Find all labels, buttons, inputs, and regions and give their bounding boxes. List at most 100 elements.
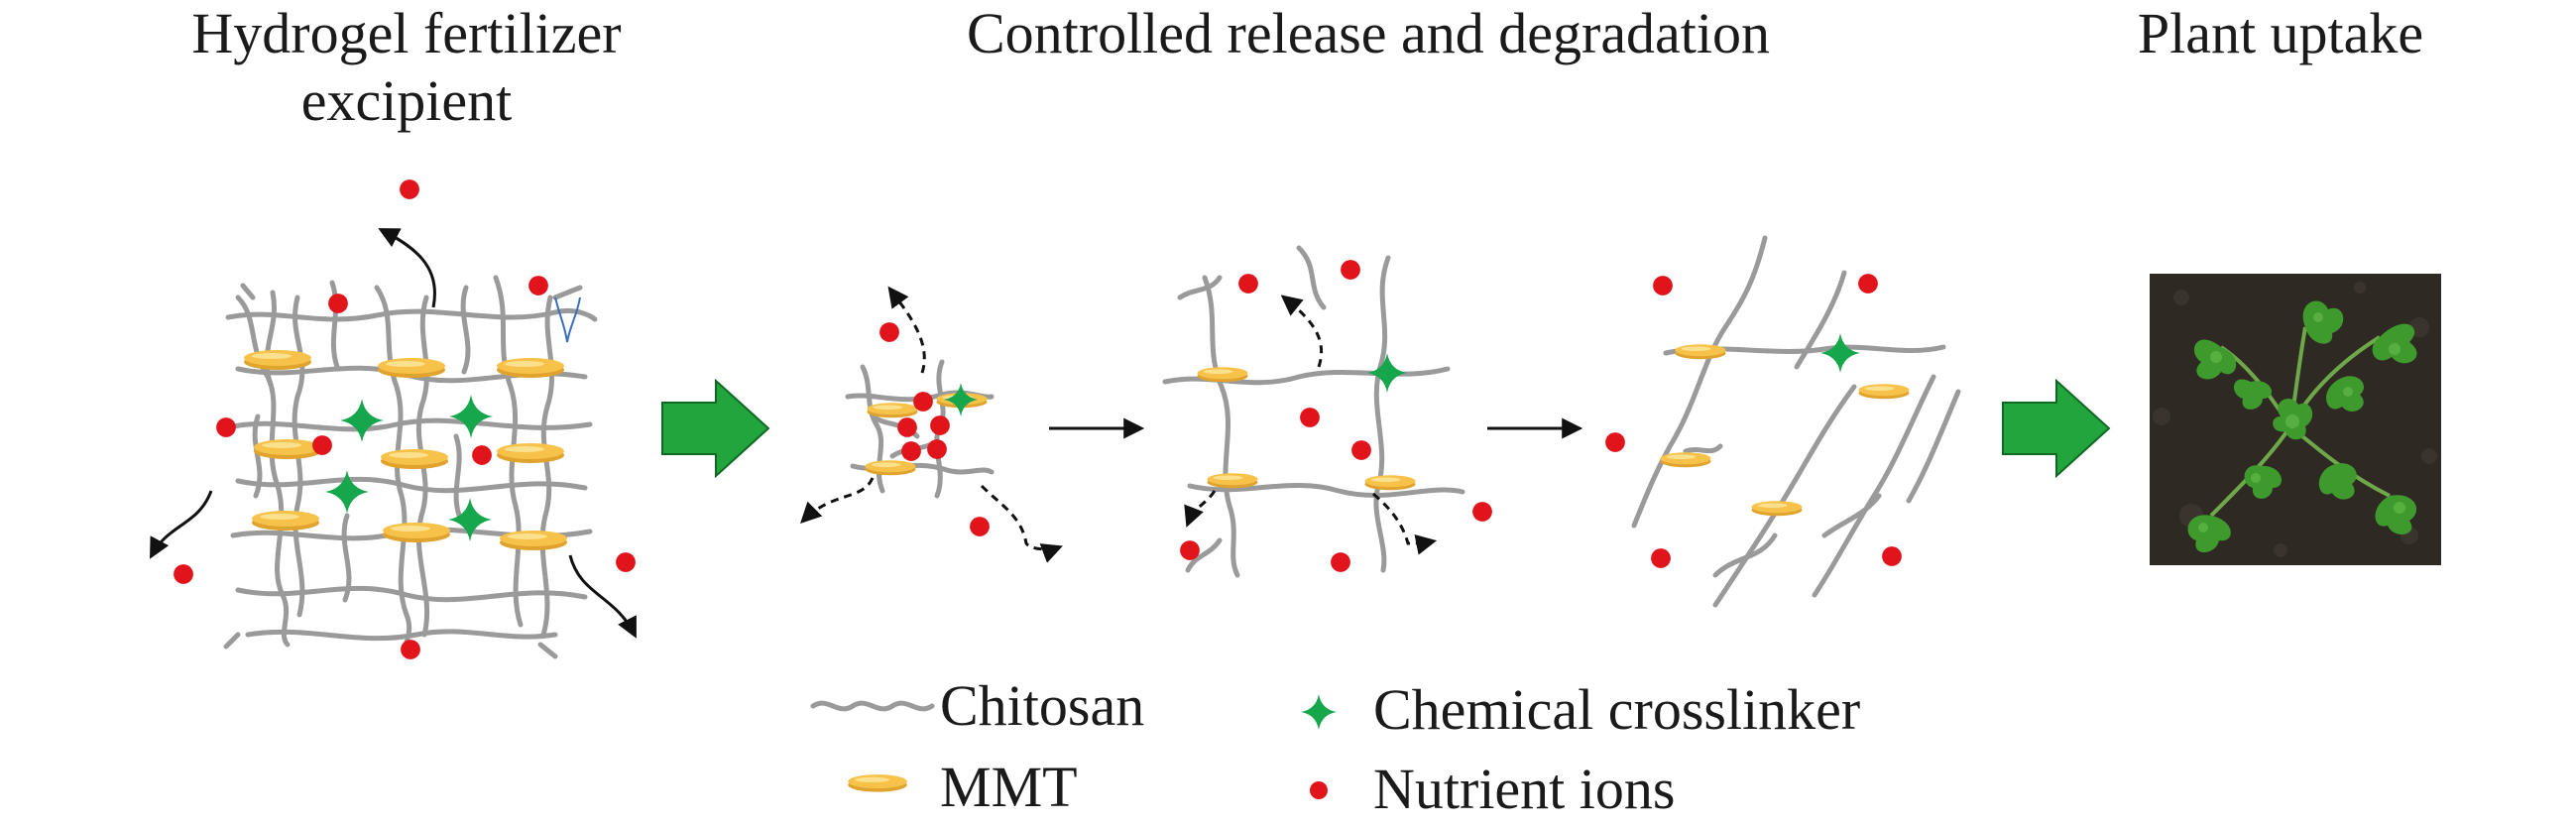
crosslinker-star [1820, 333, 1860, 373]
chitosan-chain [1631, 235, 1768, 529]
nutrient-ion [328, 294, 348, 313]
chitosan-chain [230, 417, 593, 432]
nutrient-ion [1351, 440, 1371, 460]
nutrient-ion [927, 439, 947, 459]
plant-photo [2150, 274, 2441, 565]
chitosan-chain [374, 285, 412, 657]
mmt-platelet [497, 443, 564, 463]
nutrient-ion [400, 179, 419, 199]
mmt-platelet [865, 460, 916, 476]
nutrient-ion [528, 276, 548, 295]
chitosan-chain [264, 280, 471, 385]
mmt-platelet [254, 439, 321, 459]
title-hydrogel-fertilizer: Hydrogel fertilizer excipient [129, 0, 684, 135]
chitosan-chain [1187, 483, 1465, 499]
nutrient-ion [1653, 276, 1673, 295]
nutrient-ion [930, 415, 950, 435]
chitosan-chain [252, 414, 464, 603]
chitosan-chain [1712, 384, 1857, 608]
release-arrows-stage2b [1184, 295, 1438, 555]
title-line-2: excipient [300, 68, 513, 133]
legend-chitosan-swatch [810, 700, 935, 712]
nutrient-ion [401, 640, 420, 659]
chitosan-chain [1812, 374, 1936, 598]
chitosan-chain [235, 585, 588, 603]
nutrient-ion [1180, 540, 1200, 560]
mmt-platelet [1197, 367, 1248, 383]
mmt-platelet [1660, 452, 1711, 468]
crosslinker-star [340, 399, 384, 442]
legend-symbols [810, 694, 1337, 799]
nutrient-ion [1605, 432, 1625, 452]
release-arrows-stage1 [150, 228, 637, 639]
mmt-platelet [383, 523, 450, 542]
nutrient-ion [1651, 548, 1671, 568]
mmt-platelet [1675, 344, 1726, 360]
title-line-1: Hydrogel fertilizer [191, 1, 622, 65]
network-stage2a [845, 359, 995, 499]
nutrient-ion [174, 564, 193, 584]
chitosan-chain [1373, 255, 1391, 573]
big-green-arrow-icon [661, 378, 770, 479]
mmt-platelet [1751, 501, 1803, 517]
mmt-platelet [378, 358, 445, 378]
mmt-platelet [500, 531, 567, 550]
curved-arrow [378, 228, 436, 308]
chitosan-chain [1202, 275, 1240, 578]
mmt-platelet [1858, 384, 1910, 400]
nutrient-ion [1472, 502, 1492, 522]
release-arrows-stage2a [800, 286, 1063, 563]
title-plant-uptake: Plant uptake [2137, 1, 2424, 65]
nutrient-ion [1331, 552, 1350, 572]
nutrient-ion [879, 322, 899, 342]
mmt-platelet [1207, 473, 1258, 489]
dashed-arrow [800, 477, 875, 524]
mmt-platelet [244, 350, 311, 370]
chitosan-chain [235, 476, 588, 494]
mmt-platelet [252, 511, 319, 531]
crosslinker-star [944, 383, 978, 416]
mmt-platelet [1364, 475, 1416, 491]
legend-ion-swatch [1310, 781, 1328, 799]
legend-crosslinker-label: Chemical crosslinker [1373, 677, 1861, 742]
title-controlled-release: Controlled release and degradation [966, 1, 1771, 65]
chitosan-chain [1794, 270, 1847, 370]
crosslinker-star [325, 470, 369, 514]
mmt-platelet [497, 358, 564, 378]
legend-crosslinker-swatch [1301, 694, 1337, 730]
nutrient-ion [901, 441, 921, 461]
nutrient-ion [616, 552, 636, 572]
network-stage2c [1631, 235, 1961, 608]
nutrient-ion [1238, 274, 1258, 294]
nutrient-ion [897, 417, 917, 437]
chitosan-chain [539, 295, 555, 638]
chitosan-chain [1906, 389, 1961, 504]
legend-mmt-swatch [848, 774, 907, 792]
chitosan-chain [225, 307, 598, 322]
big-green-arrow-icon [2002, 378, 2111, 479]
legend-chitosan-label: Chitosan [940, 673, 1145, 738]
dashed-arrow [1372, 492, 1438, 555]
legend-ions-label: Nutrient ions [1373, 757, 1676, 821]
chitosan-chain [1177, 245, 1327, 573]
mmt-platelet [867, 403, 918, 418]
nutrient-ion [216, 417, 236, 437]
dashed-arrow [1280, 295, 1324, 368]
crosslinker-star [1367, 353, 1407, 393]
nutrient-ion [970, 517, 990, 536]
nutrient-ion [312, 435, 332, 455]
crosslinker-star [449, 395, 493, 438]
nutrient-ion [1300, 408, 1320, 427]
mmt-platelet [381, 449, 448, 469]
nutrient-ion [472, 445, 492, 465]
curved-arrow [150, 490, 213, 559]
chitosan-chain [1683, 443, 1882, 578]
dashed-arrow [1184, 490, 1217, 528]
dashed-arrow [887, 286, 926, 374]
legend-mmt-label: MMT [940, 755, 1078, 819]
blue-strand [554, 296, 581, 343]
nutrient-ion [1341, 260, 1360, 280]
curved-arrow [568, 554, 637, 639]
chitosan-chain [245, 629, 558, 642]
